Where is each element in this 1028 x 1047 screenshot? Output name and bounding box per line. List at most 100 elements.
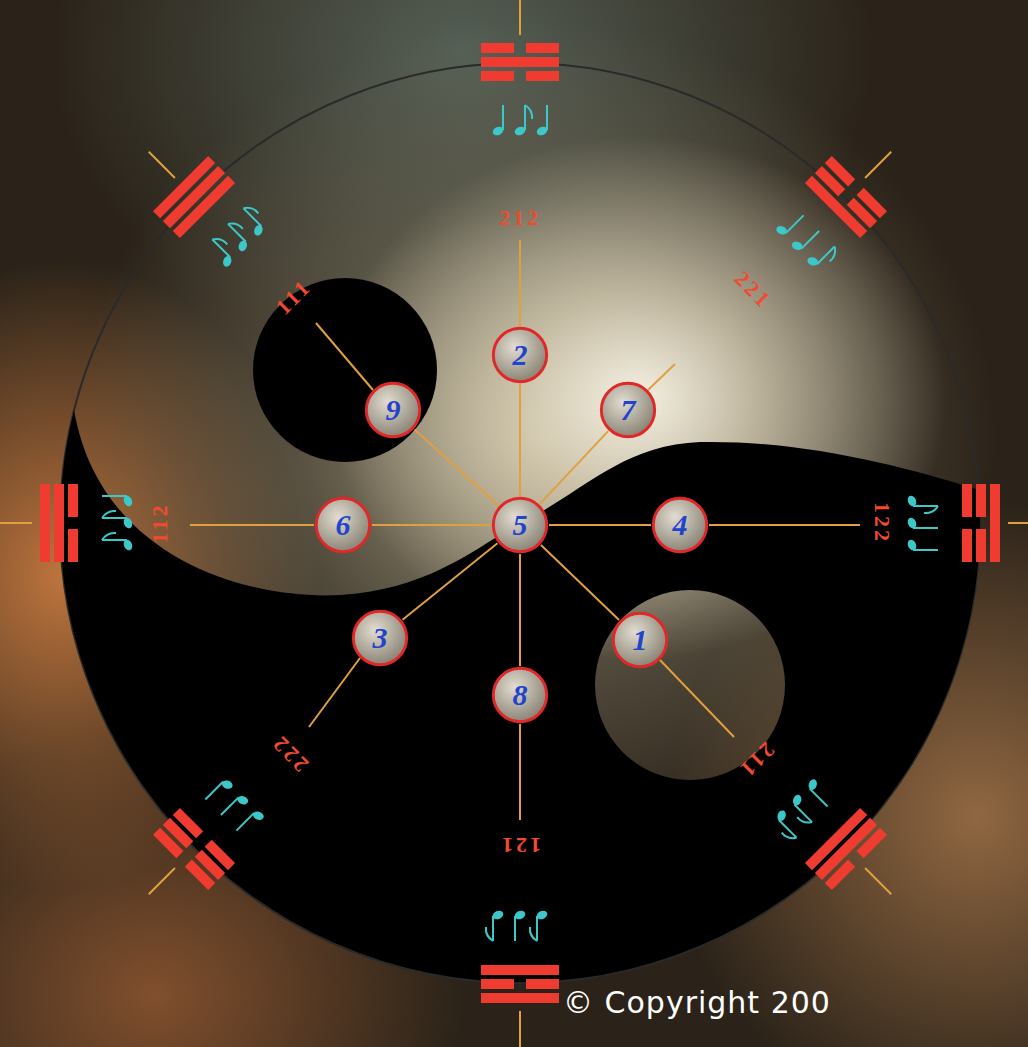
trigram-group [481, 0, 559, 137]
leader-line [309, 658, 360, 727]
note-head [221, 779, 234, 790]
lo-shu-number: 3 [373, 623, 388, 653]
connector-line [403, 543, 498, 620]
note-stem [524, 105, 526, 130]
broken-line [481, 979, 514, 989]
note-flag [486, 927, 493, 941]
direction-tick [519, 1011, 521, 1047]
circle-shape [366, 383, 419, 436]
broken-line [173, 808, 203, 838]
note-stem [817, 247, 835, 265]
note-stem [492, 916, 494, 941]
lo-shu-number: 2 [513, 340, 528, 370]
note-stem [212, 239, 230, 257]
outer-circle [60, 63, 980, 983]
note-stem [913, 505, 938, 507]
lo-shu-circle: 1 [611, 611, 669, 669]
note-head [237, 239, 248, 252]
leader-line [190, 524, 314, 526]
lo-shu-number: 8 [513, 680, 528, 710]
lo-shu-circle: 3 [351, 609, 409, 667]
direction-tick [865, 868, 891, 894]
circle-shape [613, 613, 666, 666]
trigram-number: 221 [731, 267, 776, 312]
trigram-number: 212 [499, 207, 541, 229]
note-flag [782, 828, 797, 843]
leader-line [709, 524, 860, 526]
broken-line [481, 71, 514, 81]
lo-shu-number: 6 [336, 510, 351, 540]
connector-line [414, 429, 498, 505]
note-head [253, 224, 264, 237]
note-stem [786, 215, 804, 233]
lo-shu-circle: 5 [491, 496, 549, 554]
lo-shu-circle: 9 [364, 381, 422, 439]
solid-line [40, 484, 50, 562]
note-stem [546, 105, 548, 130]
note-head [806, 256, 819, 267]
trigram-group [121, 124, 274, 277]
note-stem [102, 539, 127, 541]
trigram-group [765, 768, 918, 921]
note-stem [779, 820, 797, 838]
solid-line [805, 176, 867, 238]
connector-line [540, 431, 608, 504]
lo-shu-circle: 7 [599, 381, 657, 439]
solid-line [990, 484, 1000, 562]
circle-shape [653, 498, 706, 551]
trigram-number: 112 [149, 503, 171, 544]
note-stem [244, 208, 262, 226]
solid-line [481, 993, 559, 1003]
broken-line [526, 71, 559, 81]
direction-tick [519, 0, 521, 35]
note-flag [825, 247, 840, 262]
leader-lines [190, 240, 860, 820]
trigram-group [765, 124, 918, 277]
connector-line [519, 384, 521, 496]
solid-line [54, 484, 64, 562]
note-flag [797, 812, 812, 827]
broken-line [526, 43, 559, 53]
leader-line [648, 364, 675, 390]
connector-line [541, 545, 619, 620]
note-flag [924, 506, 938, 513]
note-flag [102, 533, 116, 540]
note-flag [212, 234, 227, 249]
solid-line [481, 57, 559, 67]
broken-line [205, 840, 235, 870]
note-flag [525, 105, 532, 119]
trigram-number: 121 [499, 834, 541, 856]
circle-shape [493, 668, 546, 721]
note-head [791, 240, 804, 251]
direction-tick [149, 152, 175, 178]
copyright-notice: © Copyright 200 [563, 988, 831, 1018]
leader-line [519, 724, 521, 820]
direction-tick [1008, 522, 1028, 524]
note-stem [801, 231, 819, 249]
note-flag [244, 203, 259, 218]
circle-shape [493, 328, 546, 381]
note-stem [794, 804, 812, 822]
lo-shu-number: 9 [386, 395, 401, 425]
broken-line [481, 43, 514, 53]
lo-shu-number: 1 [633, 625, 648, 655]
leader-line [316, 323, 373, 390]
note-head [807, 778, 818, 791]
note-stem [913, 527, 938, 529]
lo-shu-number: 5 [513, 510, 528, 540]
note-head [252, 810, 265, 821]
broken-line [976, 529, 986, 562]
note-stem [536, 916, 538, 941]
connector-line [372, 524, 491, 526]
note-stem [228, 224, 246, 242]
trigram-number: 122 [871, 502, 893, 544]
note-flag [530, 927, 537, 941]
note-head [775, 225, 788, 236]
note-flag [102, 511, 116, 518]
note-stem [810, 789, 828, 807]
circle-shape [353, 611, 406, 664]
leader-line [519, 240, 521, 326]
note-stem [102, 495, 127, 497]
